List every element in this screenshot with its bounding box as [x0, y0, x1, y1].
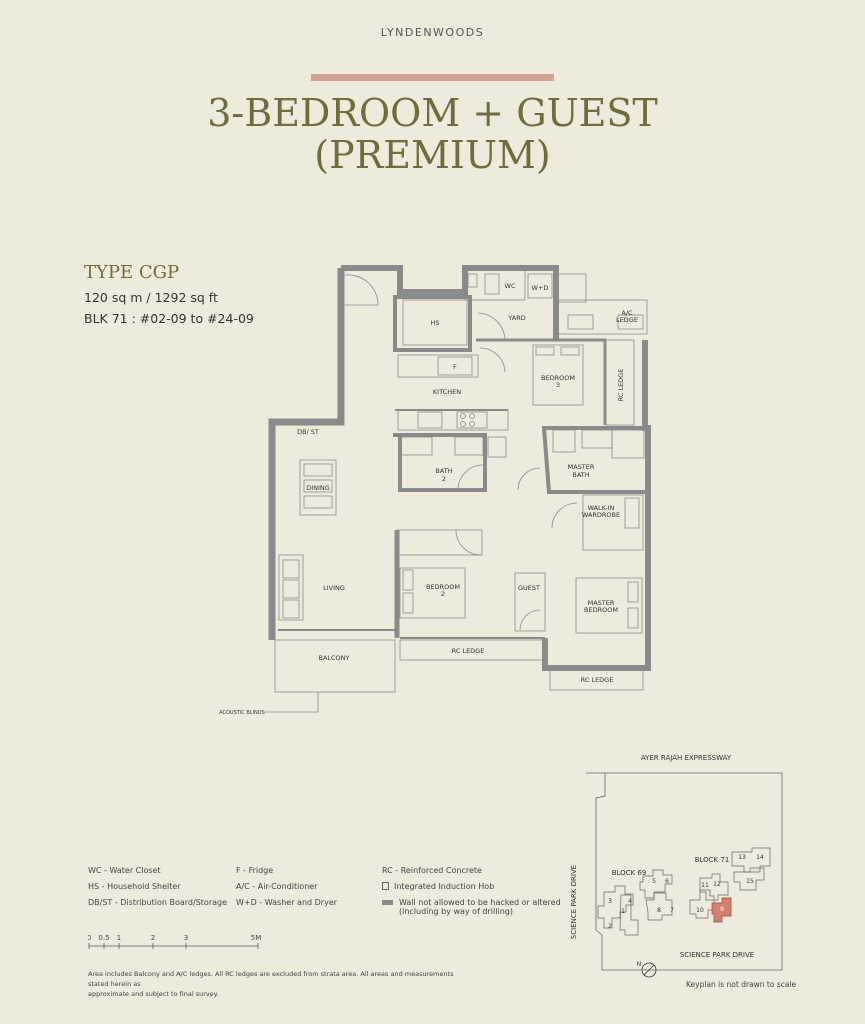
room-bedroom-2-line-2: 2 — [441, 590, 445, 598]
legend-hob: Integrated Induction Hob — [382, 882, 494, 891]
keyplan-block-7: 7 — [670, 907, 674, 914]
room-bedroom-3-line-2: 3 — [556, 381, 560, 389]
unit-block: BLK 71 : #02-09 to #24-09 — [84, 311, 254, 326]
keyplan-block-1: 1 — [621, 908, 625, 915]
legend-ac: A/C - Air-Conditioner — [236, 882, 318, 891]
rc-ledge-bottom-label: RC LEDGE — [452, 647, 485, 655]
legend-wd: W+D - Washer and Dryer — [236, 898, 338, 907]
room-master-bedroom-line-2: BEDROOM — [584, 606, 618, 614]
room-yard: YARD — [507, 314, 525, 322]
keyplan-block-5: 5 — [652, 878, 656, 885]
legend-rc: RC - Reinforced Concrete — [382, 866, 482, 875]
accent-bar — [311, 74, 554, 81]
scale-tick-1: 0.5 — [98, 934, 109, 942]
keyplan-note: Keyplan is not drawn to scale — [686, 980, 797, 989]
legend-wall: Wall not allowed to be hacked or altered… — [382, 898, 561, 916]
keyplan-block-10: 10 — [696, 907, 704, 914]
title-line-2: (PREMIUM) — [314, 133, 551, 177]
keyplan-block-4: 4 — [628, 898, 632, 905]
room-master-bath-line-2: BATH — [572, 471, 589, 479]
hob-icon — [382, 882, 389, 890]
highlighted-block — [711, 897, 732, 923]
unit-area: 120 sq m / 1292 sq ft — [84, 290, 218, 305]
legend-wall-line-2: (including by way of drilling) — [399, 907, 513, 916]
legend-hs: HS - Household Shelter — [88, 882, 181, 891]
north-arrow-icon: N — [637, 961, 657, 978]
expressway-label: AYER RAJAH EXPRESSWAY — [641, 754, 732, 762]
room-master-bedroom-line-1: MASTER — [588, 599, 615, 607]
legend-dbst: DB/ST - Distribution Board/Storage — [88, 898, 228, 907]
room-bedroom-2-line-1: BEDROOM — [426, 583, 460, 591]
wall-swatch-icon — [382, 900, 393, 905]
disclaimer: Area includes Balcony and A/C ledges. Al… — [88, 969, 468, 999]
disclaimer-line-1: Area includes Balcony and A/C ledges. Al… — [88, 970, 454, 988]
disclaimer-line-2: approximate and subject to final survey. — [88, 990, 219, 998]
room-hs: HS — [430, 319, 439, 327]
legend-wc: WC - Water Closet — [88, 866, 161, 875]
room-wc: WC — [505, 282, 516, 290]
keyplan: BLOCK 69 BLOCK 71 1 2 3 4 5 6 7 8 9 10 1… — [570, 754, 783, 978]
legend-hob-text: Integrated Induction Hob — [394, 882, 495, 891]
keyplan-block-8: 8 — [657, 907, 661, 914]
scale-tick-2: 1 — [117, 934, 121, 942]
room-guest: GUEST — [518, 584, 540, 592]
road-left-label: SCIENCE PARK DRIVE — [570, 865, 578, 939]
fridge-label: F — [453, 363, 457, 371]
brand-name: LYNDENWOODS — [380, 26, 485, 39]
room-bath-2-line-2: 2 — [442, 475, 446, 483]
keyplan-block-14: 14 — [756, 854, 764, 861]
ac-ledge-label-1: A/C — [621, 309, 633, 317]
keyplan-block-12: 12 — [713, 881, 721, 888]
unit-type: TYPE CGP — [84, 262, 180, 283]
room-wd: W+D — [532, 284, 549, 292]
scale-bar: 0 0.5 1 2 3 5M — [88, 934, 262, 949]
room-kitchen: KITCHEN — [433, 388, 461, 396]
room-master-bath-line-1: MASTER — [568, 463, 595, 471]
legend-fridge: F - Fridge — [236, 866, 274, 875]
room-dining: DINING — [306, 484, 330, 492]
legend-wall-line-1: Wall not allowed to be hacked or altered — [399, 898, 561, 907]
scale-tick-3: 2 — [151, 934, 155, 942]
acoustic-blinds-label: ACOUSTIC BLINDS — [219, 710, 265, 716]
scale-tick-5: 5M — [251, 934, 262, 942]
road-bottom-label: SCIENCE PARK DRIVE — [680, 951, 754, 959]
keyplan-block-11: 11 — [701, 882, 709, 889]
keyplan-block-15: 15 — [746, 878, 754, 885]
room-bedroom-3-line-1: BEDROOM — [541, 374, 575, 382]
keyplan-block-9: 9 — [720, 906, 724, 913]
room-walkin-line-1: WALK-IN — [588, 504, 615, 512]
title-line-1: 3-BEDROOM + GUEST — [207, 91, 658, 135]
keyplan-block-2: 2 — [608, 923, 612, 930]
scale-tick-4: 3 — [184, 934, 188, 942]
keyplan-block-6: 6 — [665, 878, 669, 885]
block-69-label: BLOCK 69 — [612, 869, 647, 877]
north-label: N — [637, 961, 642, 968]
scale-tick-0: 0 — [88, 934, 91, 942]
rc-ledge-master-label: RC LEDGE — [581, 676, 614, 684]
keyplan-block-13: 13 — [738, 854, 746, 861]
room-walkin-line-2: WARDROBE — [582, 511, 620, 519]
page-title: 3-BEDROOM + GUEST (PREMIUM) — [0, 92, 865, 176]
room-bath-2-line-1: BATH — [435, 467, 452, 475]
room-balcony: BALCONY — [318, 654, 349, 662]
room-dbst: DB/ ST — [297, 428, 319, 436]
room-living: LIVING — [323, 584, 345, 592]
block-71-label: BLOCK 71 — [695, 856, 730, 864]
ac-ledge-label-2: LEDGE — [616, 316, 638, 324]
rc-ledge-vertical-label: RC LEDGE — [617, 369, 625, 402]
keyplan-block-3: 3 — [608, 898, 612, 905]
